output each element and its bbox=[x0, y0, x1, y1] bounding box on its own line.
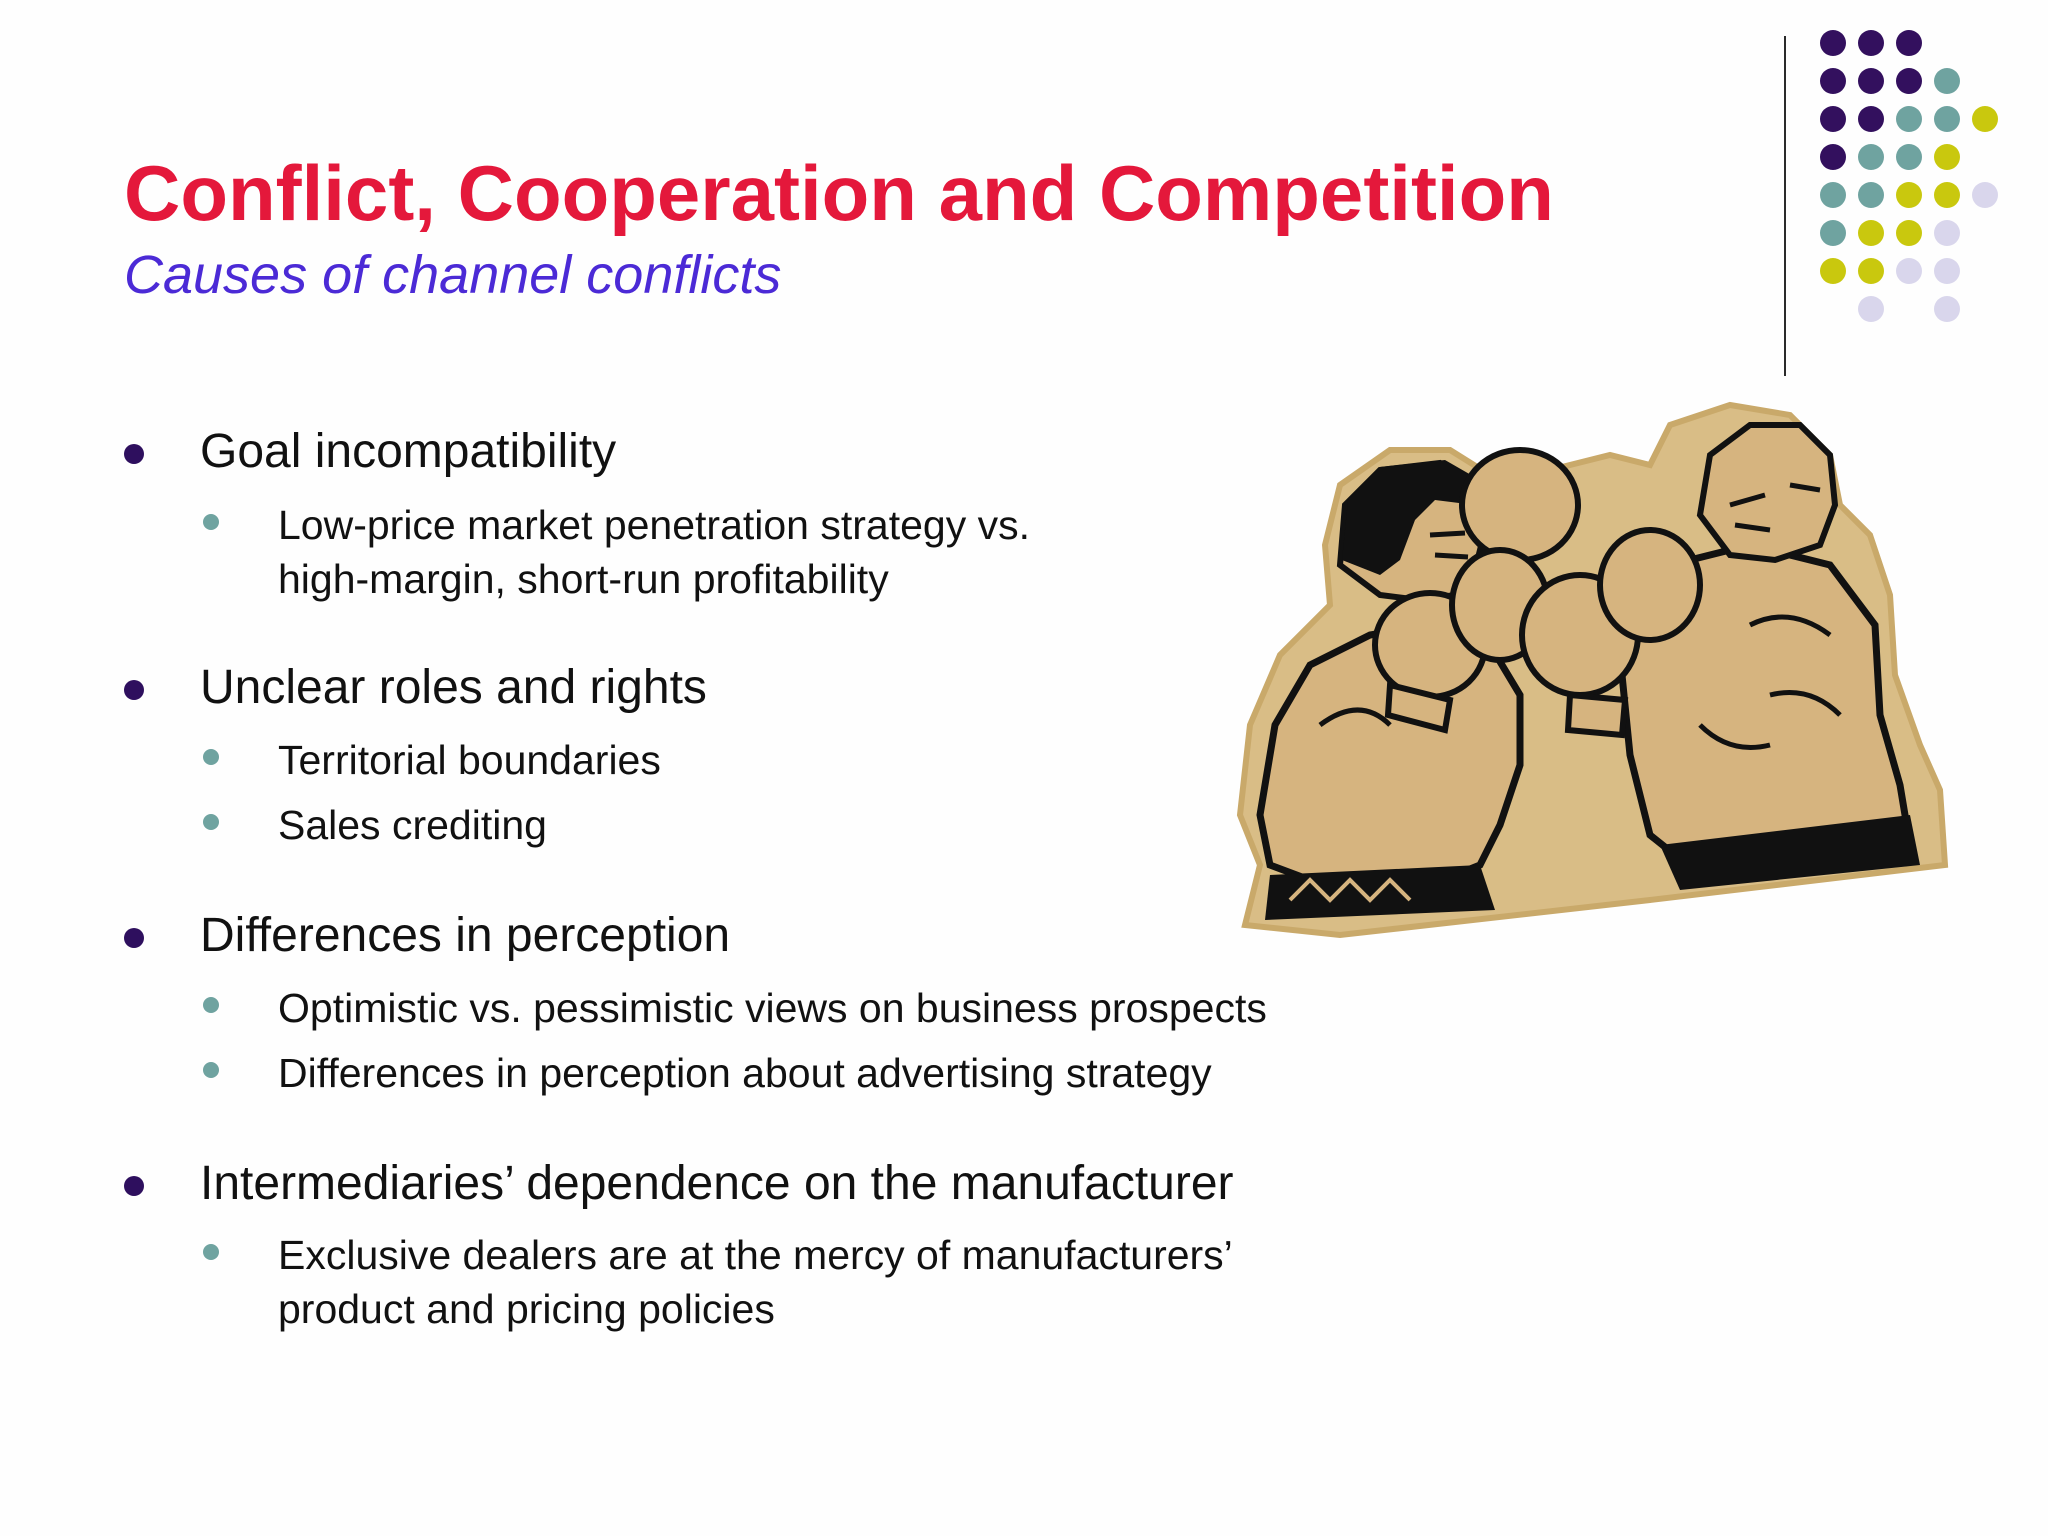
boxers-illustration bbox=[1236, 401, 1949, 939]
bullet-dot bbox=[124, 1176, 144, 1196]
divider-line bbox=[1784, 36, 1786, 376]
sub-bullet-dot bbox=[203, 514, 219, 530]
sub-bullet-dot bbox=[203, 1244, 219, 1260]
sub-bullet-text: Territorial boundaries bbox=[278, 737, 661, 783]
decorative-dot bbox=[1896, 182, 1922, 208]
sub-bullet-text: Sales crediting bbox=[278, 802, 547, 848]
bullet-intermediaries-dependence: Intermediaries’ dependence on the manufa… bbox=[200, 1157, 1234, 1210]
decorative-dot bbox=[1934, 68, 1960, 94]
sub-bullet-dot bbox=[203, 814, 219, 830]
sub-bullet-text: Low-price market penetration strategy vs… bbox=[278, 502, 1030, 602]
slide-title: Conflict, Cooperation and Competition bbox=[124, 149, 1554, 237]
decorative-dot bbox=[1858, 30, 1884, 56]
decorative-dot bbox=[1972, 106, 1998, 132]
decorative-dot bbox=[1934, 106, 1960, 132]
decorative-dot bbox=[1896, 68, 1922, 94]
decorative-dot bbox=[1858, 106, 1884, 132]
decorative-dot bbox=[1934, 220, 1960, 246]
decorative-dot-grid bbox=[1820, 30, 2020, 330]
decorative-dot bbox=[1896, 258, 1922, 284]
bullet-dot bbox=[124, 444, 144, 464]
decorative-dot bbox=[1858, 258, 1884, 284]
slide-subtitle: Causes of channel conflicts bbox=[124, 245, 782, 305]
decorative-dot bbox=[1820, 68, 1846, 94]
decorative-dot bbox=[1934, 296, 1960, 322]
decorative-dot bbox=[1934, 182, 1960, 208]
decorative-dot bbox=[1972, 182, 1998, 208]
decorative-dot bbox=[1820, 258, 1846, 284]
sub-bullet-dot bbox=[203, 997, 219, 1013]
decorative-dot bbox=[1858, 144, 1884, 170]
decorative-dot bbox=[1820, 220, 1846, 246]
bullet-dot bbox=[124, 680, 144, 700]
decorative-dot bbox=[1934, 258, 1960, 284]
decorative-dot bbox=[1896, 144, 1922, 170]
bullet-dot bbox=[124, 928, 144, 948]
decorative-dot bbox=[1858, 182, 1884, 208]
decorative-dot bbox=[1934, 144, 1960, 170]
decorative-dot bbox=[1820, 182, 1846, 208]
bullet-differences-perception: Differences in perception bbox=[200, 909, 731, 962]
sub-bullet-dot bbox=[203, 1062, 219, 1078]
bullet-goal-incompatibility: Goal incompatibility bbox=[200, 425, 617, 478]
bullet-unclear-roles: Unclear roles and rights bbox=[200, 661, 707, 714]
sub-bullet-text: Exclusive dealers are at the mercy of ma… bbox=[278, 1232, 1233, 1332]
decorative-dot bbox=[1896, 106, 1922, 132]
sub-bullet-text: Optimistic vs. pessimistic views on busi… bbox=[278, 985, 1267, 1031]
decorative-dot bbox=[1858, 68, 1884, 94]
decorative-dot bbox=[1858, 220, 1884, 246]
decorative-dot bbox=[1820, 106, 1846, 132]
sub-bullet-dot bbox=[203, 749, 219, 765]
decorative-dot bbox=[1820, 144, 1846, 170]
decorative-dot bbox=[1896, 30, 1922, 56]
decorative-dot bbox=[1858, 296, 1884, 322]
sub-bullet-text: Differences in perception about advertis… bbox=[278, 1050, 1212, 1096]
decorative-dot bbox=[1820, 30, 1846, 56]
decorative-dot bbox=[1896, 220, 1922, 246]
